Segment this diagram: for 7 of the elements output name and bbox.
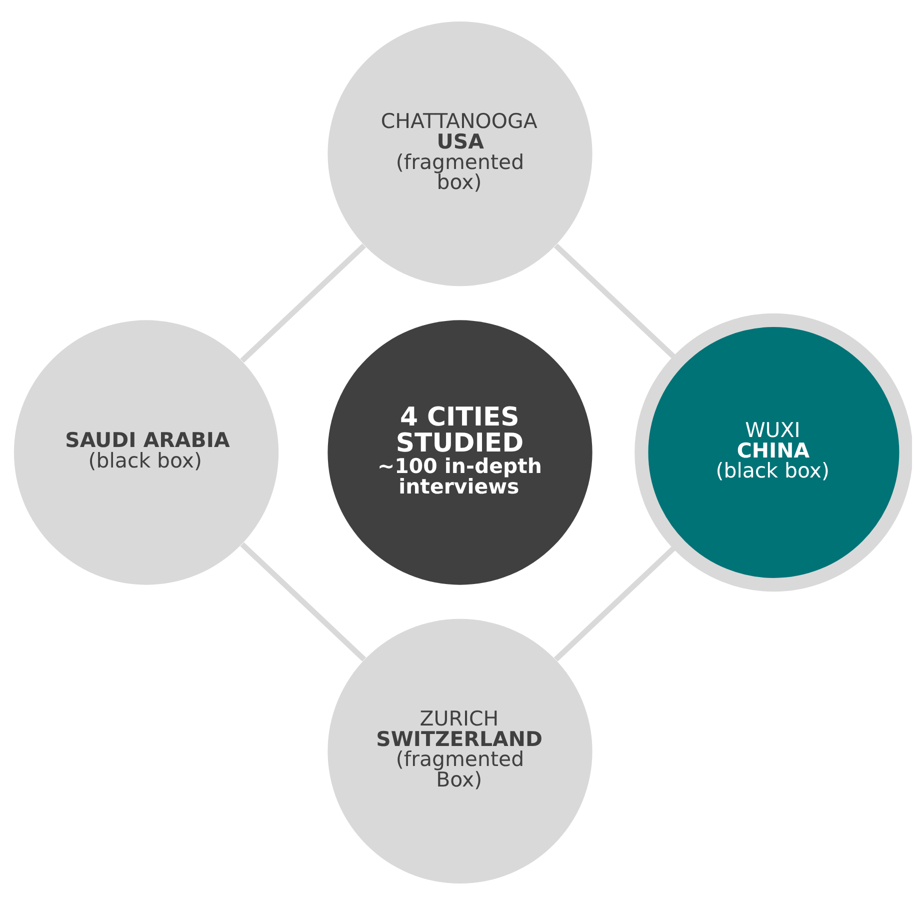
- connector: [240, 243, 366, 362]
- node-circle: 4 CITIES STUDIED ~100 in-depth interviews: [328, 320, 592, 584]
- connector: [240, 542, 366, 661]
- node-circle: ZURICH SWITZERLAND (fragmented Box): [328, 618, 592, 884]
- node-circle: WUXI CHINA (black box): [634, 312, 912, 592]
- node-circle: CHATTANOOGA USA (fragmented box): [328, 20, 592, 286]
- node-circle: SAUDI ARABIA (black box): [14, 320, 279, 584]
